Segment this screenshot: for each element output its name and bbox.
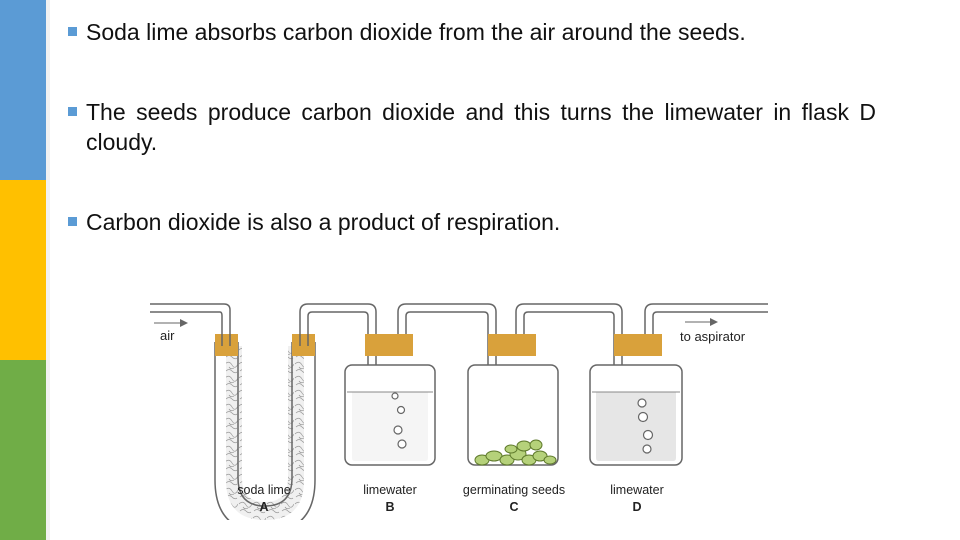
- vessel-content-label: limewater: [610, 483, 664, 497]
- bullet-item: The seeds produce carbon dioxide and thi…: [68, 97, 876, 157]
- stopper: [365, 334, 413, 356]
- bullet-text: Soda lime absorbs carbon dioxide from th…: [86, 19, 746, 45]
- bullet-item: Carbon dioxide is also a product of resp…: [68, 207, 848, 237]
- vessel-content-label: germinating seeds: [463, 483, 565, 497]
- accent-band-yellow: [0, 180, 46, 360]
- arrow-right-icon: [154, 319, 188, 327]
- inlet-label: air: [160, 328, 175, 343]
- bullet-text: The seeds produce carbon dioxide and thi…: [86, 99, 876, 155]
- u-tube-a: [214, 334, 316, 520]
- square-bullet-icon: [68, 27, 77, 36]
- square-bullet-icon: [68, 107, 77, 116]
- accent-band-edge: [46, 0, 50, 540]
- stopper: [215, 334, 238, 356]
- vessel-letter-label: A: [259, 500, 268, 514]
- accent-band-blue: [0, 0, 46, 180]
- arrow-right-icon: [685, 318, 718, 326]
- flask-b: [344, 334, 436, 466]
- accent-band-green: [0, 360, 46, 540]
- stopper: [488, 334, 536, 356]
- vessel-content-label: soda lime: [237, 483, 291, 497]
- vessel-letter-label: C: [509, 500, 518, 514]
- inlet-tube: [150, 303, 231, 346]
- connector-tubes: [299, 303, 768, 450]
- outlet-label: to aspirator: [680, 329, 746, 344]
- seeds: [474, 439, 557, 466]
- stopper: [614, 334, 662, 356]
- bullet-item: Soda lime absorbs carbon dioxide from th…: [68, 17, 848, 47]
- respiration-apparatus-diagram: air: [150, 303, 768, 520]
- vessel-content-label: limewater: [363, 483, 417, 497]
- vessel-letter-label: D: [632, 500, 641, 514]
- stopper: [292, 334, 315, 356]
- flask-d: [589, 334, 683, 466]
- bullet-text: Carbon dioxide is also a product of resp…: [86, 209, 561, 235]
- square-bullet-icon: [68, 217, 77, 226]
- vessel-letter-label: B: [385, 500, 394, 514]
- flask-c: [467, 334, 559, 466]
